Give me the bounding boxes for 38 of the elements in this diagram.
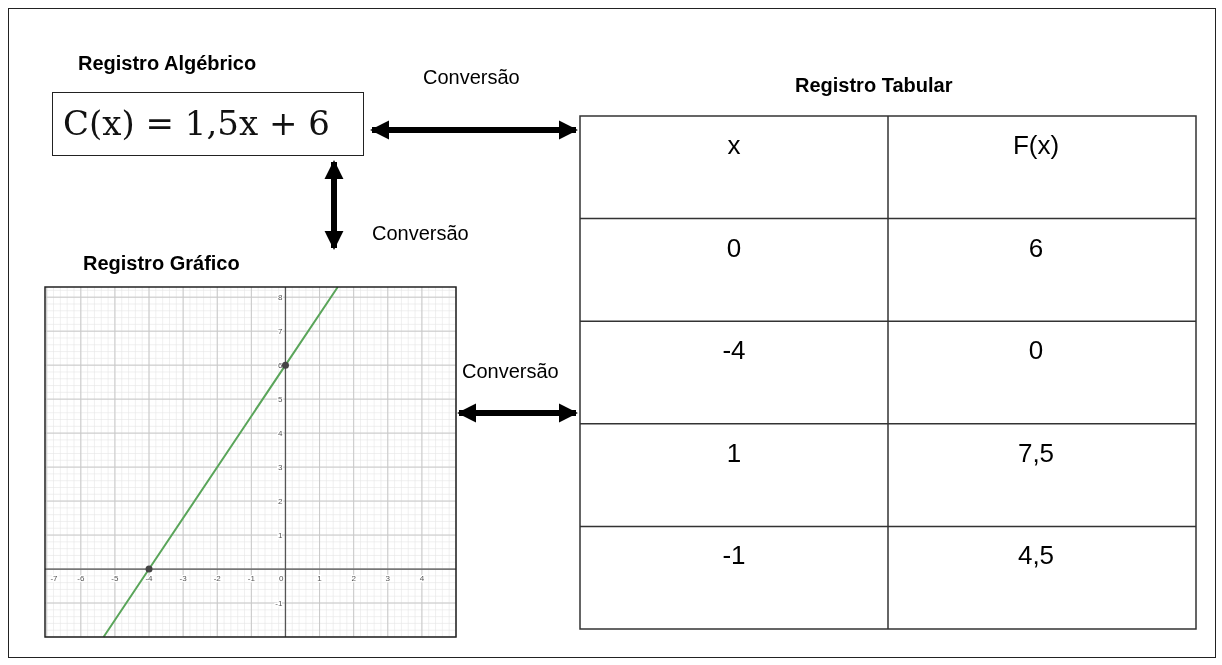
table-cell-text: 1 xyxy=(725,437,743,469)
table-cell-text: x xyxy=(726,130,742,161)
tick-label: 4 xyxy=(419,574,425,584)
heading: Registro Gráfico xyxy=(83,252,240,275)
tick-label: 6 xyxy=(278,361,283,371)
table-cell-text: 6 xyxy=(1027,232,1045,264)
tick-label: -1 xyxy=(247,574,255,584)
table-cell-text: F(x) xyxy=(1011,130,1061,161)
double-arrow xyxy=(457,403,578,423)
tick-label: -1 xyxy=(275,599,283,608)
table-cell-text: -4 xyxy=(721,335,747,367)
tick-label: 4 xyxy=(278,429,283,439)
table-cell-text: 4,5 xyxy=(1016,540,1056,572)
double-arrow xyxy=(324,160,344,250)
tick-label: -7 xyxy=(50,574,58,584)
tick-label: 5 xyxy=(278,395,283,405)
tick-label: -3 xyxy=(179,574,187,584)
tick-label: 3 xyxy=(278,463,283,473)
heading: Registro Algébrico xyxy=(78,52,257,75)
tick-label: -5 xyxy=(111,574,119,584)
tick-label: 2 xyxy=(278,497,283,507)
heading: Registro Tabular xyxy=(795,74,953,97)
tick-label: 7 xyxy=(278,327,283,337)
tick-label: 1 xyxy=(317,574,322,584)
tick-label: -4 xyxy=(145,574,153,584)
tick-label: -2 xyxy=(213,574,221,584)
tick-label: 0 xyxy=(279,574,284,584)
double-arrow xyxy=(370,120,578,140)
formula-box: C(x) = 1,5x + 6 xyxy=(52,92,364,156)
tick-label: 2 xyxy=(351,574,356,584)
tick-label: 1 xyxy=(278,531,283,541)
tick-label: 3 xyxy=(385,574,390,584)
table-cell-text: 0 xyxy=(725,232,743,264)
tick-label: 8 xyxy=(278,293,283,303)
tick-label: -6 xyxy=(77,574,85,584)
table-cell-text: -1 xyxy=(721,540,747,572)
table-cell-text: 0 xyxy=(1027,335,1045,367)
table-cell-text: 7,5 xyxy=(1016,437,1056,469)
